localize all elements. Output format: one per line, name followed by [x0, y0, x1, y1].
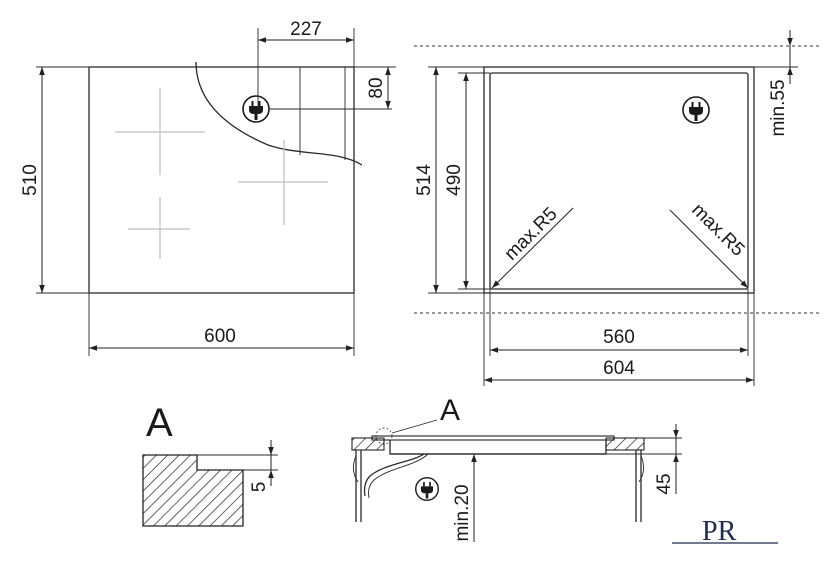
logo-text: PR — [702, 516, 737, 547]
cutout-inner-outline — [489, 72, 749, 290]
dim-5-label: 5 — [249, 482, 270, 493]
dimension-600: 600 — [88, 293, 355, 356]
cooking-zone-marks — [115, 88, 328, 259]
dim-560-label: 560 — [603, 327, 635, 348]
dim-80-label: 80 — [366, 77, 387, 98]
dim-600-label: 600 — [204, 326, 236, 347]
dim-min20-label: min.20 — [452, 484, 473, 541]
detail-a-callout-label: A — [440, 394, 460, 427]
power-cable — [363, 453, 425, 497]
brand-logo: PR — [672, 516, 778, 547]
dimension-604: 604 — [483, 293, 755, 386]
cutout-outer-outline — [483, 66, 755, 294]
dim-227-label: 227 — [290, 19, 322, 40]
glass-top — [371, 435, 615, 441]
hob-body — [389, 440, 607, 455]
radius-right-label: max.R5 — [687, 200, 748, 261]
dim-45-label: 45 — [654, 473, 675, 494]
worktop-left — [351, 437, 385, 451]
box-guide-lines — [299, 67, 346, 160]
plug-icon — [415, 477, 439, 501]
dimension-560: 560 — [489, 289, 749, 356]
dim-510-label: 510 — [20, 164, 41, 196]
hob-outline — [88, 66, 355, 294]
dimension-80: 80 — [354, 66, 396, 109]
plug-icon — [242, 95, 270, 123]
dimension-227: 227 — [257, 19, 355, 112]
dimension-490: 490 — [444, 72, 490, 290]
plug-icon — [682, 96, 710, 124]
dim-514-label: 514 — [414, 164, 435, 196]
cabinet-right-side — [635, 450, 642, 522]
cabinet-left-side — [355, 450, 362, 522]
dim-490-label: 490 — [444, 164, 465, 196]
dim-min55-label: min.55 — [768, 79, 789, 136]
radius-left-label: max.R5 — [501, 204, 562, 265]
section-view: A min.20 45 — [351, 394, 682, 542]
radius-right-leader — [669, 209, 749, 289]
detail-a: A 5 — [142, 401, 278, 527]
dimension-510: 510 — [20, 66, 89, 294]
connection-box-curve — [195, 61, 363, 166]
callout-leader — [391, 419, 438, 434]
dim-604-label: 604 — [603, 358, 635, 379]
dimension-min55: min.55 — [754, 30, 798, 137]
dimension-514: 514 — [414, 66, 484, 294]
detail-a-hatched-section — [142, 454, 244, 527]
radius-left-leader — [491, 207, 574, 289]
detail-a-label: A — [146, 401, 173, 445]
cutout-view: max.R5 max.R5 — [414, 45, 822, 314]
hob-top-view — [88, 61, 392, 294]
